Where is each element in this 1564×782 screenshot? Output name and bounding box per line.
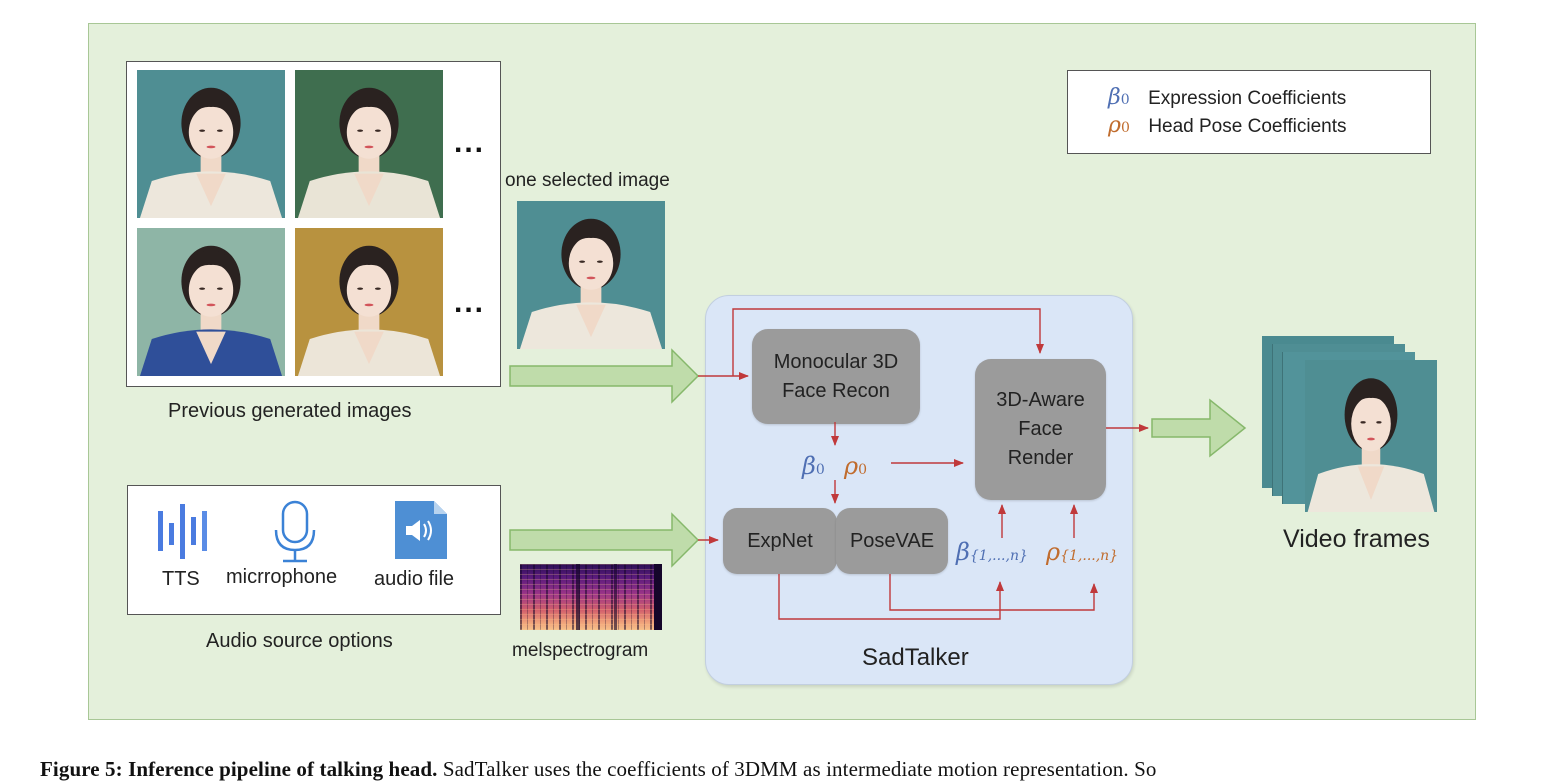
face-recon-module: Monocular 3D Face Recon <box>752 329 920 424</box>
face-render-line-1: 3D-Aware <box>996 389 1085 411</box>
audio-option-microphone: micrrophone <box>226 566 338 588</box>
rho-sequence-label: ρ{1,...,n} <box>1046 538 1119 566</box>
gallery-image-4 <box>295 228 443 376</box>
selected-image-label: one selected image <box>505 170 670 191</box>
rho-symbol: ρ <box>1108 113 1121 138</box>
legend-item-head-pose: ρ0 Head Pose Coefficients <box>1108 113 1347 138</box>
rho-subscript: 0 <box>1120 120 1130 136</box>
legend-box: β0 Expression Coefficients ρ0 Head Pose … <box>1067 70 1431 154</box>
figure-caption: Figure 5: Inference pipeline of talking … <box>40 757 1540 782</box>
melspectrogram-image <box>520 564 662 630</box>
gallery-image-3 <box>137 228 285 376</box>
audio-option-audio-file: audio file <box>374 568 455 590</box>
legend-label: Expression Coefficients <box>1148 88 1347 109</box>
face-recon-line-1: Monocular 3D <box>773 350 899 373</box>
face-render-line-2: Face <box>1018 418 1063 440</box>
microphone-icon <box>274 500 316 563</box>
audio-options-label: Audio source options <box>206 630 393 652</box>
sadtalker-title: SadTalker <box>862 644 969 671</box>
beta0-label: β0 <box>802 452 825 480</box>
selected-image <box>517 201 665 349</box>
video-frames-label: Video frames <box>1283 525 1430 553</box>
melspectrogram-label: melspectrogram <box>512 640 649 661</box>
face-recon-line-2: Face Recon <box>782 379 890 402</box>
beta-sequence-label: β{1,...,n} <box>956 538 1028 566</box>
caption-title: Figure 5: Inference pipeline of talking … <box>40 757 438 781</box>
expnet-to-beta-arrow <box>778 574 1004 620</box>
audio-option-tts: TTS <box>162 568 200 590</box>
beta-subscript: 0 <box>1120 92 1130 108</box>
expnet-label: ExpNet <box>747 529 813 552</box>
rho0-label: ρ0 <box>844 452 868 480</box>
gallery-label: Previous generated images <box>168 400 412 422</box>
gallery-ellipsis-bottom: ... <box>454 286 486 319</box>
output-arrow <box>1151 398 1247 458</box>
beta-symbol: β <box>1108 85 1121 110</box>
waveform-icon <box>158 504 207 559</box>
gallery-image-1 <box>137 70 285 218</box>
audio-input-arrow <box>509 512 700 568</box>
gallery-image-2 <box>295 70 443 218</box>
image-input-arrow <box>509 348 700 404</box>
audio-file-icon <box>395 501 447 559</box>
legend-item-expression: β0 Expression Coefficients <box>1108 85 1346 110</box>
expnet-module: ExpNet <box>723 508 837 574</box>
posevae-module: PoseVAE <box>836 508 948 574</box>
posevae-to-rho-arrow <box>889 574 1098 611</box>
gallery-ellipsis-top: ... <box>454 126 486 159</box>
caption-text: SadTalker uses the coefficients of 3DMM … <box>437 757 1157 781</box>
image-skip-to-render-arrow <box>732 308 1044 376</box>
face-render-line-3: Render <box>1007 447 1074 469</box>
video-frame-image <box>1305 360 1437 512</box>
posevae-label: PoseVAE <box>849 529 935 552</box>
legend-label: Head Pose Coefficients <box>1148 116 1347 137</box>
